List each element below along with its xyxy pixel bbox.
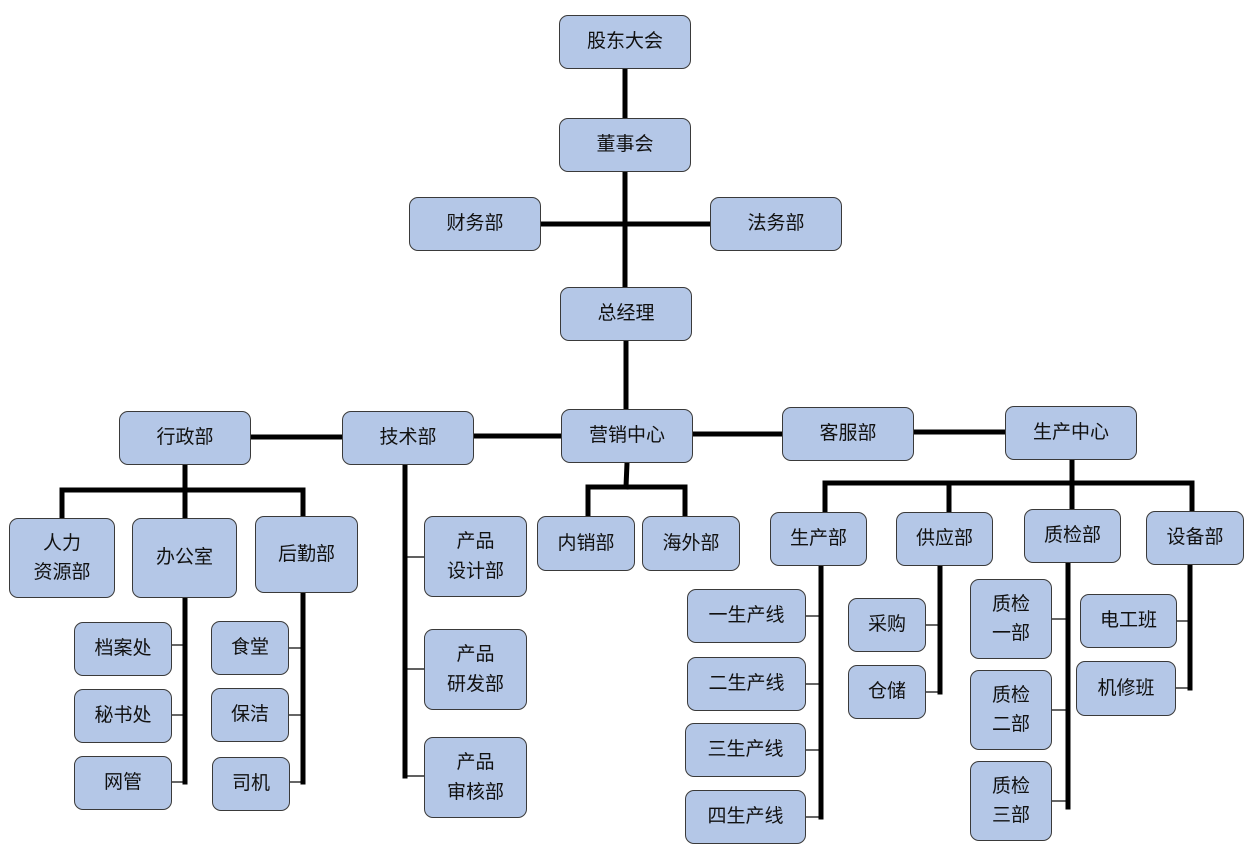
node-marketing: 营销中心 xyxy=(561,409,693,463)
node-product-rd: 产品 研发部 xyxy=(424,629,527,710)
node-line3: 三生产线 xyxy=(685,723,806,777)
node-purchasing: 采购 xyxy=(848,598,926,652)
node-line2: 二生产线 xyxy=(687,657,806,711)
node-qc3: 质检 三部 xyxy=(970,761,1052,841)
node-canteen: 食堂 xyxy=(211,621,289,675)
node-production: 生产部 xyxy=(770,512,867,566)
node-logistics: 后勤部 xyxy=(255,516,358,593)
tech-connectors xyxy=(402,462,424,779)
node-shareholders: 股东大会 xyxy=(559,15,691,69)
node-service: 客服部 xyxy=(782,407,914,461)
node-qc: 质检部 xyxy=(1024,509,1121,563)
admin-connectors xyxy=(59,462,306,785)
node-driver: 司机 xyxy=(212,757,290,811)
node-electrician: 电工班 xyxy=(1080,594,1177,648)
marketing-connectors xyxy=(585,460,688,519)
node-line1: 一生产线 xyxy=(687,589,806,643)
node-admin: 行政部 xyxy=(119,411,251,465)
node-domestic-sales: 内销部 xyxy=(537,516,635,571)
node-board: 董事会 xyxy=(559,118,691,172)
node-supply: 供应部 xyxy=(896,512,993,566)
node-qc1: 质检 一部 xyxy=(970,579,1052,659)
node-gm: 总经理 xyxy=(560,287,692,341)
node-qc2: 质检 二部 xyxy=(970,670,1052,750)
node-archives: 档案处 xyxy=(74,622,172,676)
node-tech: 技术部 xyxy=(342,411,474,465)
node-finance: 财务部 xyxy=(409,197,541,251)
node-mechanic: 机修班 xyxy=(1076,661,1176,716)
node-legal: 法务部 xyxy=(710,197,842,251)
main-connectors xyxy=(248,66,1008,440)
node-production-center: 生产中心 xyxy=(1005,406,1137,460)
node-hr: 人力 资源部 xyxy=(9,518,115,598)
node-product-review: 产品 审核部 xyxy=(424,737,527,818)
production-connectors xyxy=(806,457,1195,820)
node-line4: 四生产线 xyxy=(685,790,806,844)
node-warehouse: 仓储 xyxy=(848,665,926,719)
node-office: 办公室 xyxy=(132,518,237,598)
node-overseas: 海外部 xyxy=(642,516,740,571)
node-cleaning: 保洁 xyxy=(211,688,289,742)
node-secretary: 秘书处 xyxy=(74,689,172,743)
node-netadmin: 网管 xyxy=(74,756,172,810)
node-product-design: 产品 设计部 xyxy=(424,516,527,597)
node-equipment: 设备部 xyxy=(1146,511,1244,565)
